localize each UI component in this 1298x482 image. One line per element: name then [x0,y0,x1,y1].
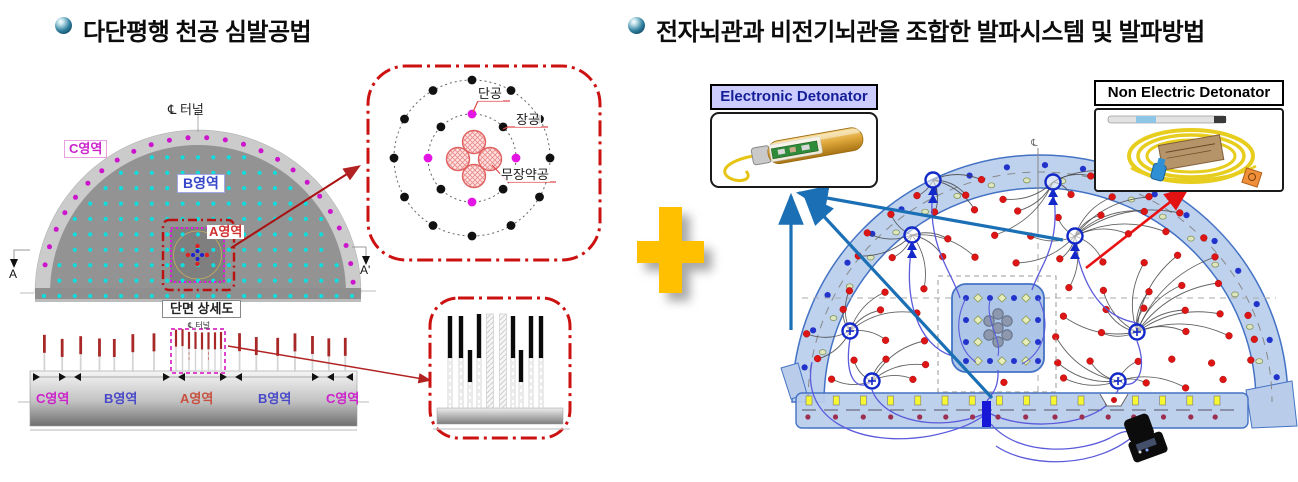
profile-zone-b2: B영역 [258,391,292,406]
section-marker-a: A [9,267,18,281]
long-hole-label: 장공 [515,112,541,128]
centerline-label: ℄ 터널 [168,102,204,117]
profile-zone-c1: C영역 [36,391,70,406]
zone-a-label: A영역 [207,224,245,240]
delay-tag [1241,167,1263,188]
bullet-sphere-icon [55,17,72,34]
tunnel-cross-section [10,112,376,302]
zone-c-label: C영역 [64,140,108,159]
detonator-tube [1107,115,1227,124]
detonator-wire [723,154,754,183]
bus-connector [982,401,991,427]
profile-zone-c2: C영역 [326,391,360,406]
nonelectric-detonator-panel: Non Electric Detonator [1094,80,1284,192]
detonator-body [750,127,864,166]
profile-strip [18,327,432,431]
center-square-grid [958,293,1046,366]
nonelectric-detonator-image [1094,108,1284,192]
section-marker-a-prime: A' [360,263,371,277]
electronic-detonator-panel: Electronic Detonator [710,84,878,188]
profile-bar [29,370,358,427]
bunch-connectors [841,171,1146,390]
uncharged-holes [445,129,503,189]
profile-zone-a: A영역 [180,391,214,406]
electronic-detonator-label: Electronic Detonator [710,84,878,110]
coil-tag [1157,134,1225,171]
electronic-arrow-3 [802,193,994,400]
zone-boundary-arrows [33,373,353,381]
blasting-machine [1124,413,1168,463]
detail-callout-arrow [230,165,361,249]
left-title: 다단평행 천공 심발공법 [55,12,312,47]
nonelectric-arrow [1085,186,1191,270]
right-title: 전자뇌관과 비전기뇌관을 조합한 발파시스템 및 발파방법 [628,12,1205,47]
blast-tunnel-face [778,148,1298,463]
blast-hole-dots [802,172,1258,392]
left-title-text: 다단평행 천공 심발공법 [83,19,312,46]
profile-callout-line [227,345,432,384]
profile-title: 단면 상세도 [162,300,242,319]
connector-block [1150,157,1167,182]
charge-holes [447,313,544,409]
zone-a-highlight [161,218,236,292]
profile-zone-b1: B영역 [104,391,138,406]
charge-detail [428,296,572,440]
right-centerline-label: ℄ [1031,138,1038,149]
detail-hole-dots [389,75,555,241]
electronic-detonator-image [710,112,878,188]
zone-b-label: B영역 [177,174,225,194]
uncharged-hole-label: 무장약공 [500,167,550,183]
hole-pattern-detail [366,64,602,262]
plus-icon [637,207,704,293]
cyan-hole-dots [41,155,355,299]
right-title-text: 전자뇌관과 비전기뇌관을 조합한 발파시스템 및 발파방법 [656,19,1205,46]
bullet-sphere-icon [628,17,645,34]
nonelectric-detonator-label: Non Electric Detonator [1094,80,1284,106]
drill-hole-lines [42,329,347,372]
profile-centerline-label: ℄ 터널 [188,321,211,330]
short-hole-label: 단공 [477,86,503,102]
cut-center-cluster [185,243,210,267]
electronic-arrow-2 [795,185,1064,242]
profile-detail-highlight [170,328,226,374]
contour-detonator-dots [801,162,1280,381]
magenta-contour-dots [42,135,356,285]
